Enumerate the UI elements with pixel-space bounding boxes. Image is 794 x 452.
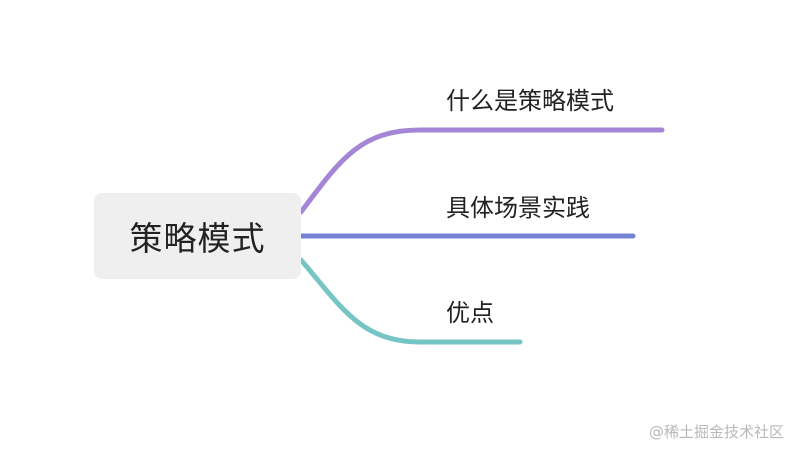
root-node-label: 策略模式 xyxy=(129,219,266,258)
branch-connector-1 xyxy=(298,127,665,215)
branch-label-what-is-strategy[interactable]: 什么是策略模式 xyxy=(446,87,614,115)
branch-label-scenario-practice[interactable]: 具体场景实践 xyxy=(446,194,590,222)
watermark: @稀土掘金技术社区 xyxy=(648,423,784,441)
branch-label-advantages[interactable]: 优点 xyxy=(446,299,494,327)
branch-connector-3 xyxy=(298,257,523,345)
root-node[interactable]: 策略模式 xyxy=(94,193,301,279)
